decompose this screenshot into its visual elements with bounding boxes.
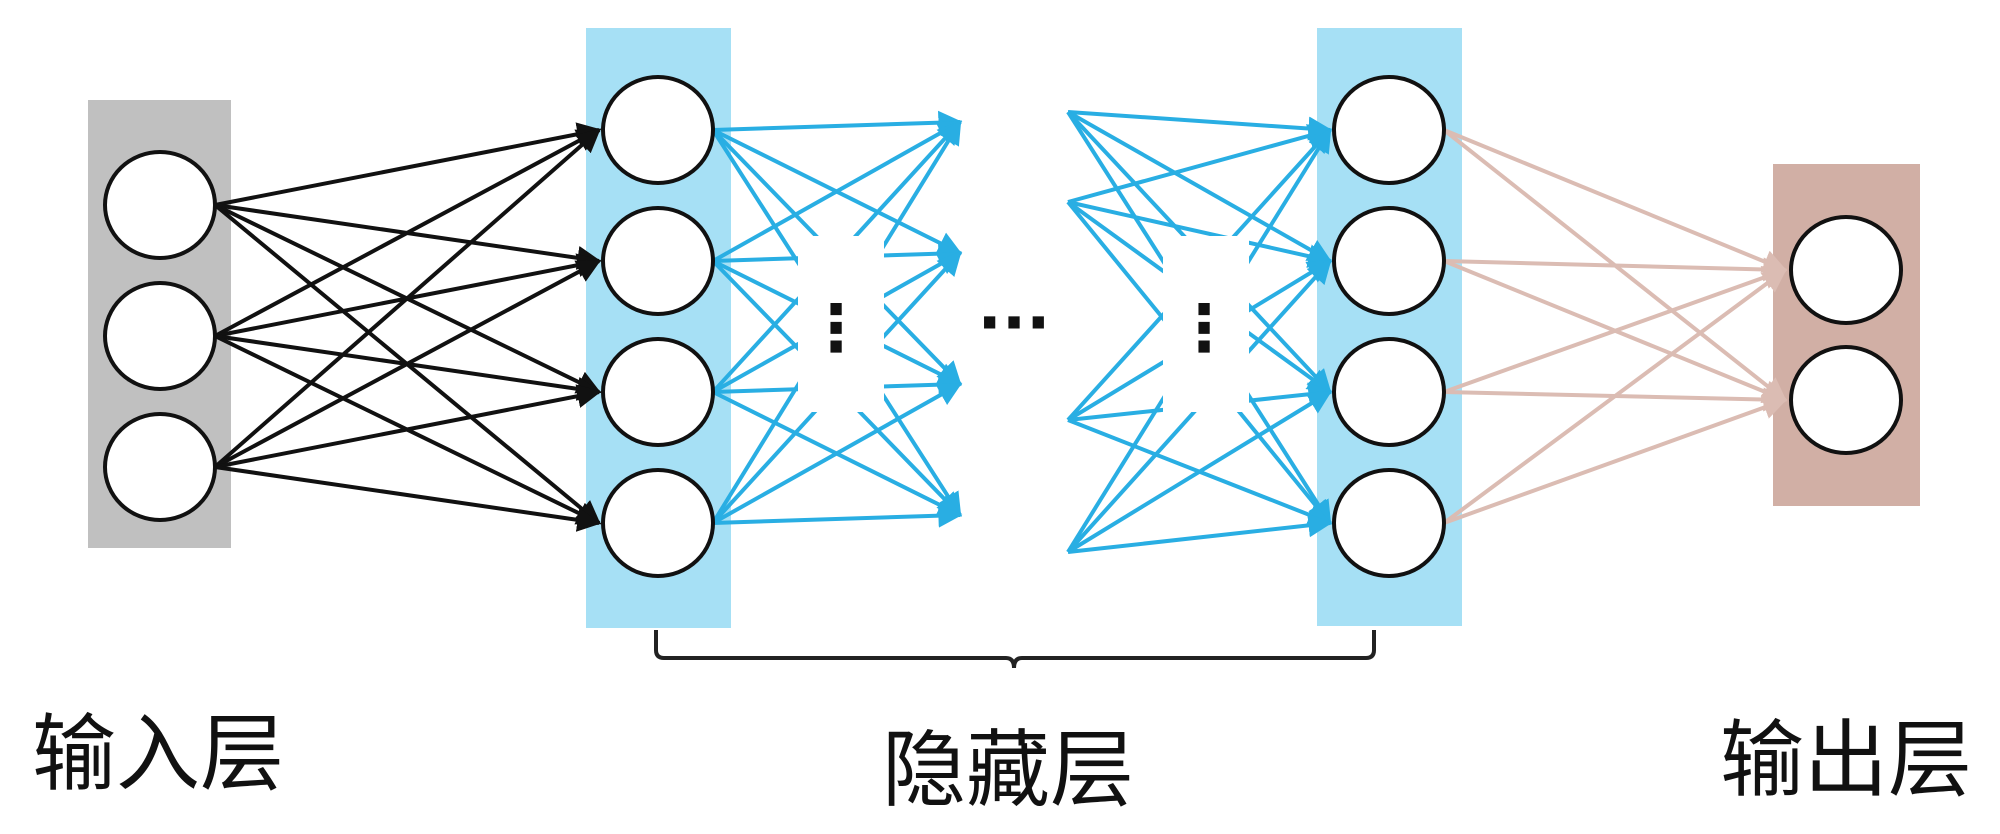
- output-node: [1789, 215, 1903, 325]
- hidden-first-node: [601, 75, 715, 185]
- edge: [1443, 396, 1788, 525]
- hidden-layers-bracket: [654, 630, 1376, 669]
- output-layer-label: 输出层: [1720, 711, 1973, 809]
- hidden-last-node: [1332, 337, 1446, 447]
- edge: [712, 503, 963, 528]
- edge: [214, 122, 602, 207]
- vertical-ellipsis-left: ⋮: [804, 292, 868, 366]
- edge: [214, 128, 602, 338]
- ellipsis-mask-left: [798, 236, 884, 412]
- edge: [1067, 513, 1333, 554]
- input-layer-label: 输入层: [32, 705, 285, 803]
- edge: [1066, 390, 1333, 554]
- edge: [1442, 268, 1787, 525]
- edge: [1067, 110, 1333, 141]
- edge: [1443, 265, 1788, 394]
- input-to-hidden-edges: [213, 122, 602, 532]
- edge: [214, 465, 602, 532]
- input-node: [103, 150, 217, 260]
- edge: [1067, 110, 1333, 263]
- edge: [712, 120, 963, 263]
- network-nodes: [103, 75, 1903, 578]
- hidden-to-output-edges: [1442, 128, 1788, 525]
- hidden-layer-label: 隐藏层: [882, 721, 1135, 819]
- edge: [1443, 128, 1788, 273]
- edge: [214, 384, 602, 469]
- edge: [213, 128, 601, 469]
- vertical-ellipsis-right: ⋮: [1172, 292, 1236, 366]
- hidden-last-node: [1332, 75, 1446, 185]
- hidden-last-node: [1332, 468, 1446, 578]
- input-node: [103, 412, 217, 522]
- edge: [712, 382, 963, 525]
- hidden-last-node: [1332, 206, 1446, 316]
- edge: [214, 259, 602, 469]
- edge: [1067, 124, 1333, 204]
- output-node: [1789, 345, 1903, 455]
- horizontal-ellipsis: ···: [978, 287, 1051, 361]
- hidden-first-node: [601, 337, 715, 447]
- edge: [1067, 200, 1333, 268]
- edge: [712, 110, 963, 135]
- input-node: [103, 281, 217, 391]
- hidden-first-node: [601, 206, 715, 316]
- hidden-first-node: [601, 468, 715, 578]
- ellipsis-mask-right: [1163, 236, 1249, 412]
- edge: [1443, 257, 1788, 282]
